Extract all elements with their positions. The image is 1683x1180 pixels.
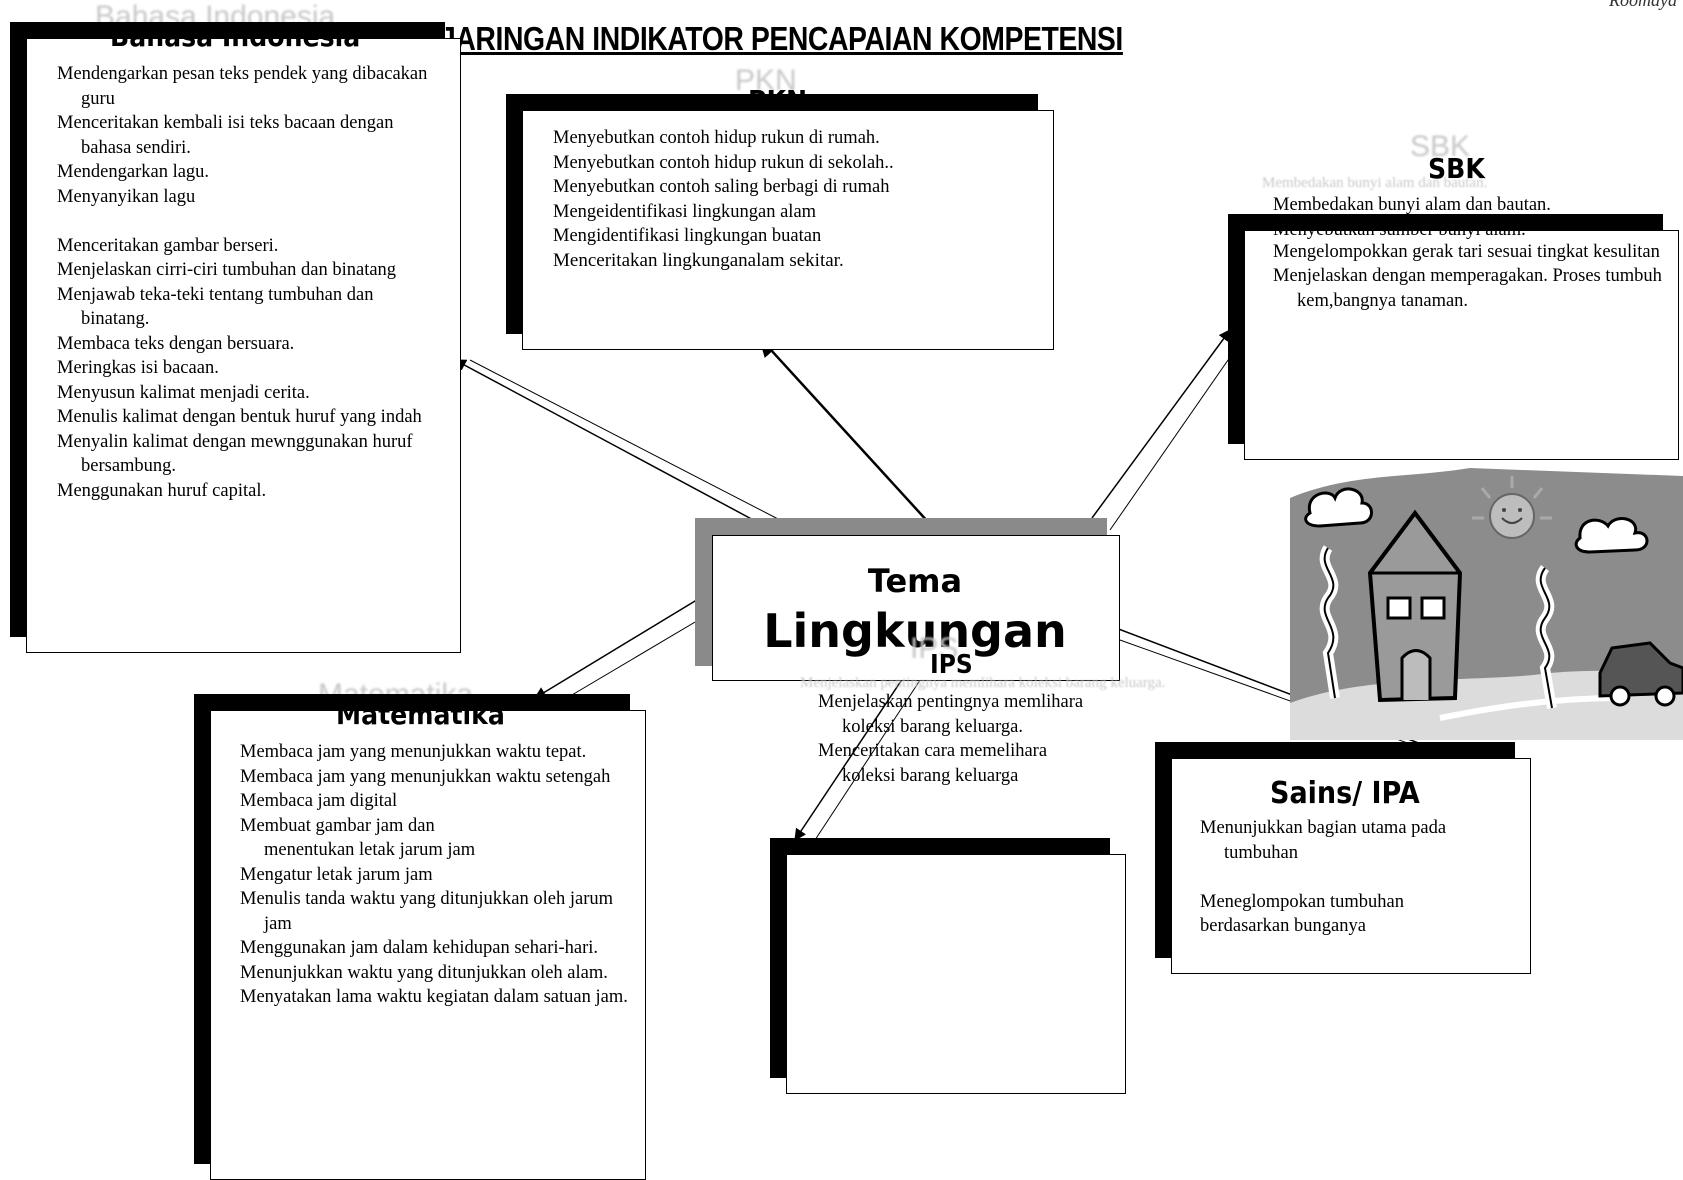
center-label-tema: Tema [867, 562, 963, 600]
sbk-item: Membedakan bunyi alam dan bautan. [1273, 195, 1551, 215]
ips-item: Menjelaskan pentingnya memlihara koleksi… [818, 692, 1084, 737]
sun-icon [1489, 493, 1535, 539]
sbk-item: Mengelompokkan gerak tari sesuai tingkat… [1273, 241, 1660, 262]
bahasa-box [26, 38, 461, 653]
sains-box [1171, 758, 1531, 974]
ips-item-shadow: Menjelaskan pentingnya memlihara koleksi… [800, 675, 1166, 691]
pkn-item: Mengidentifikasi lingkungan buatan [553, 226, 822, 246]
bahasa-item: Menyalin kalimat dengan mewnggunakan hur… [57, 431, 413, 477]
ips-heading-shadow: IPS [910, 632, 959, 665]
matematika-box [210, 710, 646, 1180]
arrow-to-matematika [533, 597, 701, 699]
matematika-item: Menulis tanda waktu yang ditunjukkan ole… [240, 889, 614, 934]
matematika-item: Menggunakan jam dalam kehidupan sehari-h… [240, 938, 599, 958]
sbk-box [1244, 230, 1679, 460]
sbk-item: Menyebutkan sumber bunyi alam. [1273, 219, 1526, 240]
sains-heading: Sains/ IPA [1270, 776, 1420, 811]
sains-item: Menunjukkan bagian utama pada tumbuhan [1200, 818, 1447, 863]
page-title: JARINGAN INDIKATOR PENCAPAIAN KOMPETENSI [440, 20, 1123, 57]
sains-list: Menunjukkan bagian utama pada tumbuhan M… [1200, 816, 1520, 939]
house-icon [1367, 509, 1463, 703]
pkn-list: Menyebutkan contoh hidup rukun di rumah.… [553, 126, 1043, 273]
sbk-heading: SBK [1428, 152, 1485, 185]
bahasa-item: Menyusun kalimat menjadi cerita. [57, 382, 310, 403]
bahasa-heading: Bahasa Indonesia [110, 20, 361, 53]
bahasa-item: Menulis kalimat dengan bentuk huruf yang… [57, 407, 422, 427]
center-label-lingkungan: Lingkungan [763, 604, 1067, 658]
bahasa-item: Membaca teks dengan bersuara. [57, 333, 295, 354]
matematika-heading: Matematika [336, 698, 505, 731]
sbk-list: Membedakan bunyi alam dan bautan. Menyeb… [1273, 193, 1673, 313]
bahasa-item: Menggunakan huruf capital. [57, 480, 267, 501]
cloud-icon [1574, 517, 1649, 554]
bahasa-item: Meringkas isi bacaan. [57, 358, 219, 378]
matematika-item: Membaca jam digital [240, 791, 398, 811]
matematika-item: Membaca jam yang menunjukkan waktu tepat… [240, 742, 587, 762]
pkn-item: Menceritakan lingkunganalam sekitar. [553, 249, 844, 271]
pkn-item: Menyebutkan contoh hidup rukun di rumah. [553, 128, 880, 148]
bahasa-item: Menyanyikan lagu [57, 186, 196, 207]
author-label: Roomaya [1609, 0, 1677, 10]
bahasa-item: Menceritakan gambar berseri. [57, 235, 279, 256]
pkn-item: Mengeidentifikasi lingkungan alam [553, 201, 817, 222]
pkn-heading-shadow: PKN [735, 64, 797, 97]
bahasa-item: Menjawab teka-teki tentang tumbuhan dan … [57, 284, 374, 330]
matematika-item: Membaca jam yang menunjukkan waktu seten… [240, 766, 611, 787]
pkn-item: Menyebutkan contoh saling berbagi di rum… [553, 177, 890, 197]
bahasa-item: Mendengarkan pesan teks pendek yang diba… [57, 64, 428, 109]
arrow-to-bahasa [453, 359, 773, 531]
sains-item [1200, 865, 1520, 890]
sbk-heading-shadow: SBK [1410, 130, 1471, 163]
matematika-item: Menyatakan lama waktu kegiatan dalam sat… [240, 987, 628, 1007]
pkn-heading: PKN [748, 84, 808, 117]
center-box [712, 535, 1120, 681]
bahasa-item: Mendengarkan lagu. [57, 162, 210, 182]
arrow-to-sbk [1091, 329, 1231, 519]
ips-item: Menceritakan cara memelihara koleksi bar… [818, 741, 1048, 786]
matematika-item: Membuat gambar jam dan menentukan letak … [240, 815, 476, 861]
arrow-to-pkn [758, 336, 941, 536]
house-landscape-clipart [1290, 468, 1683, 740]
matematika-item: Menunjukkan waktu yang ditunjukkan oleh … [240, 962, 608, 983]
cloud-icon [1304, 487, 1373, 528]
matematika-list: Membaca jam yang menunjukkan waktu tepat… [240, 740, 635, 1010]
ips-heading: IPS [930, 650, 973, 680]
bahasa-item [57, 209, 437, 234]
bahasa-item: Menceritakan kembali isi teks bacaan den… [57, 113, 394, 158]
matematika-item: Mengatur letak jarum jam [240, 864, 433, 885]
pkn-item: Menyebutkan contoh hidup rukun di sekola… [553, 152, 894, 173]
ips-list: Menjelaskan pentingnya memlihara koleksi… [818, 690, 1088, 788]
sains-item: Meneglompokan tumbuhan berdasarkan bunga… [1200, 891, 1404, 937]
bahasa-item: Menjelaskan cirri-ciri tumbuhan dan bina… [57, 260, 397, 280]
sbk-item: Menjelaskan dengan memperagakan. Proses … [1273, 266, 1662, 311]
bahasa-list: Mendengarkan pesan teks pendek yang diba… [57, 62, 437, 503]
sbk-item-shadow: Membedakan bunyi alam dan bautan. [1262, 175, 1488, 191]
pkn-box [522, 110, 1054, 350]
ips-box [786, 854, 1126, 1094]
arrow-to-ips [794, 659, 916, 841]
